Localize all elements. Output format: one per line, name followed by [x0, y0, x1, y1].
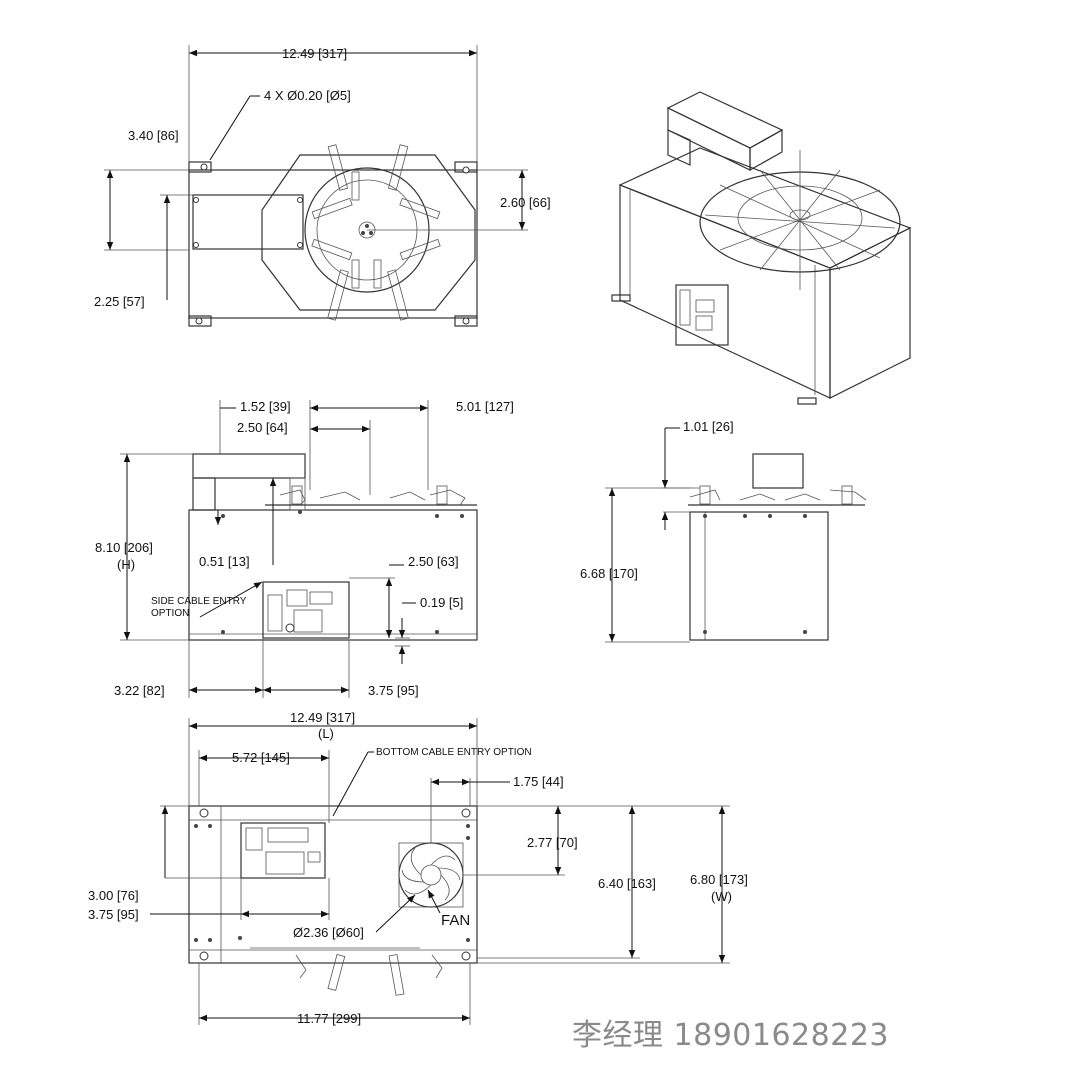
side-cable-label-2: OPTION [151, 608, 189, 619]
dim-bottom-length: 12.49 [317] [290, 710, 355, 725]
side-cable-label-1: SIDE CABLE ENTRY [151, 596, 247, 607]
dim-3-75-bottom: 3.75 [95] [88, 907, 139, 922]
dim-0-19: 0.19 [5] [420, 595, 463, 610]
bottom-cable-label: BOTTOM CABLE ENTRY OPTION [376, 747, 532, 758]
dim-1-52: 1.52 [39] [240, 399, 291, 414]
dim-3-00: 3.00 [76] [88, 888, 139, 903]
front-view: 1.52 [39] 5.01 [127] 2.50 [64] 8.10 [206… [95, 399, 514, 698]
dim-2-50-top: 2.50 [64] [237, 420, 288, 435]
dim-6-40: 6.40 [163] [598, 876, 656, 891]
dim-height: 8.10 [206] [95, 540, 153, 555]
dim-6-68: 6.68 [170] [580, 566, 638, 581]
dim-1-01: 1.01 [26] [683, 419, 734, 434]
dim-overall-length: 12.49 [317] [282, 46, 347, 61]
dim-5-01: 5.01 [127] [456, 399, 514, 414]
dim-left-lower: 2.25 [57] [94, 294, 145, 309]
dim-mount-holes: 4 X Ø0.20 [Ø5] [264, 88, 351, 103]
dim-2-77: 2.77 [70] [527, 835, 578, 850]
dim-height-tag: (H) [117, 557, 135, 572]
bottom-view: 12.49 [317] (L) 5.72 [145] BOTTOM CABLE … [88, 710, 748, 1026]
top-view: 12.49 [317] [94, 45, 551, 327]
dim-11-77: 11.77 [299] [297, 1011, 361, 1026]
dim-3-22: 3.22 [82] [114, 683, 165, 698]
isometric-view [611, 91, 912, 405]
dim-1-75: 1.75 [44] [513, 774, 564, 789]
dim-3-75-front: 3.75 [95] [368, 683, 419, 698]
dim-right-offset: 2.60 [66] [500, 195, 551, 210]
contact-text: 李经理 18901628223 [572, 1018, 889, 1053]
dim-2-50-side: 2.50 [63] [408, 554, 459, 569]
dim-0-51: 0.51 [13] [199, 554, 250, 569]
side-view: 1.01 [26] 6.68 [170] [580, 419, 867, 643]
fan-label: FAN [441, 912, 470, 929]
dim-5-72: 5.72 [145] [232, 750, 290, 765]
dim-width-tag: (W) [711, 889, 732, 904]
dim-left-offset: 3.40 [86] [128, 128, 179, 143]
dim-fan-diameter: Ø2.36 [Ø60] [293, 925, 364, 940]
dim-width: 6.80 [173] [690, 872, 748, 887]
dim-bottom-length-tag: (L) [318, 726, 334, 741]
